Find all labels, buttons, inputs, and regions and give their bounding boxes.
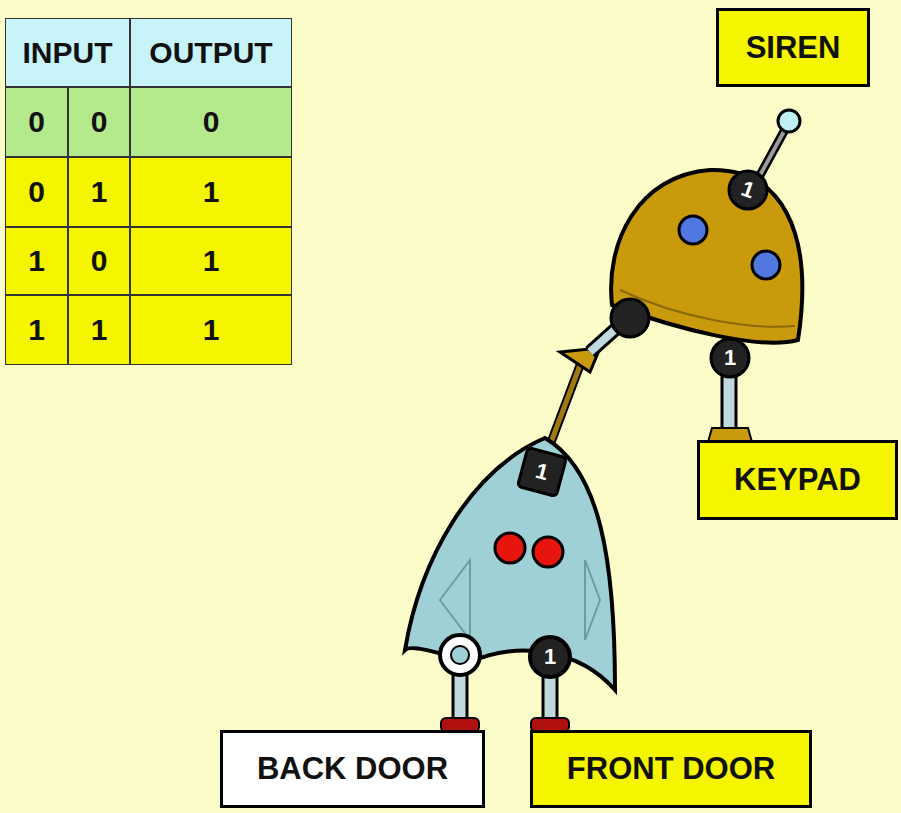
table-cell: 1: [130, 295, 292, 365]
table-cell: INPUT: [5, 18, 130, 87]
table-text: 0: [203, 105, 220, 139]
table-text: 1: [203, 175, 220, 209]
table-text: INPUT: [23, 36, 113, 70]
table-cell: 0: [130, 87, 292, 157]
table-text: 0: [28, 105, 45, 139]
table-cell: OUTPUT: [130, 18, 292, 87]
input-value: 1: [724, 345, 736, 371]
table-text: 0: [28, 175, 45, 209]
table-text: OUTPUT: [149, 36, 272, 70]
label-box: SIREN: [716, 8, 870, 87]
table-cell: 0: [68, 87, 130, 157]
table-text: 0: [91, 244, 108, 278]
label-text: BACK DOOR: [257, 751, 448, 787]
label-box: FRONT DOOR: [530, 730, 812, 808]
table-cell: 0: [5, 157, 68, 227]
label-box: KEYPAD: [697, 440, 898, 520]
label-box: BACK DOOR: [220, 730, 485, 808]
table-cell: 1: [68, 157, 130, 227]
table-cell: 0: [5, 87, 68, 157]
table-text: 1: [203, 313, 220, 347]
table-text: 1: [91, 175, 108, 209]
label-text: SIREN: [746, 30, 841, 66]
table-text: 1: [28, 313, 45, 347]
label-text: FRONT DOOR: [567, 751, 775, 787]
table-text: 1: [91, 313, 108, 347]
table-cell: 1: [130, 227, 292, 295]
table-cell: 1: [130, 157, 292, 227]
table-text: 1: [203, 244, 220, 278]
input-value: 1: [544, 644, 556, 670]
table-text: 0: [91, 105, 108, 139]
table-cell: 0: [68, 227, 130, 295]
table-text: 1: [28, 244, 45, 278]
table-cell: 1: [5, 295, 68, 365]
table-cell: 1: [68, 295, 130, 365]
label-text: KEYPAD: [734, 462, 861, 498]
table-cell: 1: [5, 227, 68, 295]
